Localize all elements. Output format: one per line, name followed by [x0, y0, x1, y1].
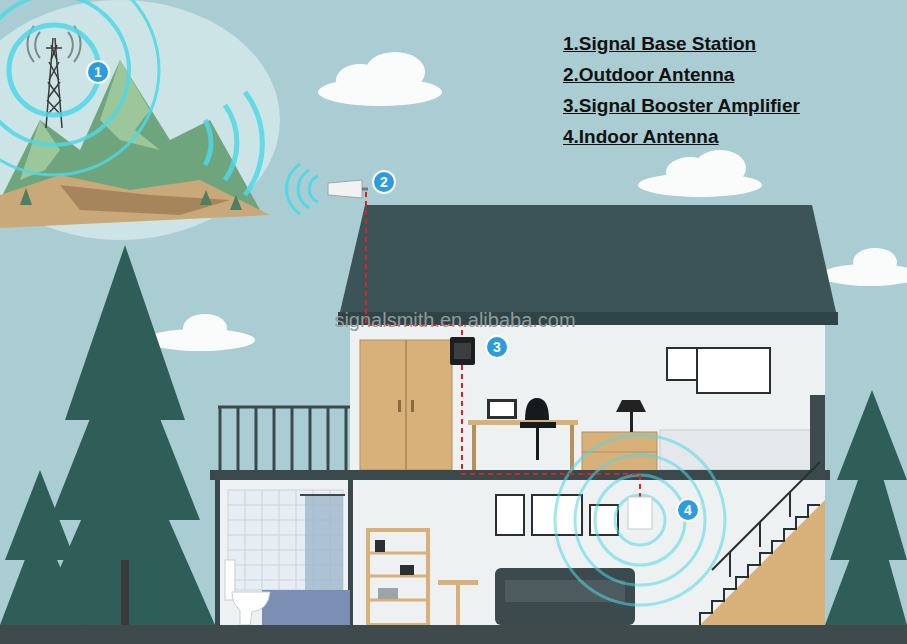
- callout-number: 1: [94, 64, 102, 80]
- callout-number: 3: [493, 339, 501, 355]
- callout-number: 2: [380, 174, 388, 190]
- callout-number: 4: [684, 502, 692, 518]
- watermark: signalsmith.en.alibaba.com: [334, 308, 575, 332]
- legend-item: 4.Indoor Antenna: [563, 125, 719, 149]
- legend-item: 2.Outdoor Antenna: [563, 63, 734, 87]
- legend-item: 3.Signal Booster Amplifier: [563, 94, 800, 118]
- legend-item: 1.Signal Base Station: [563, 32, 756, 56]
